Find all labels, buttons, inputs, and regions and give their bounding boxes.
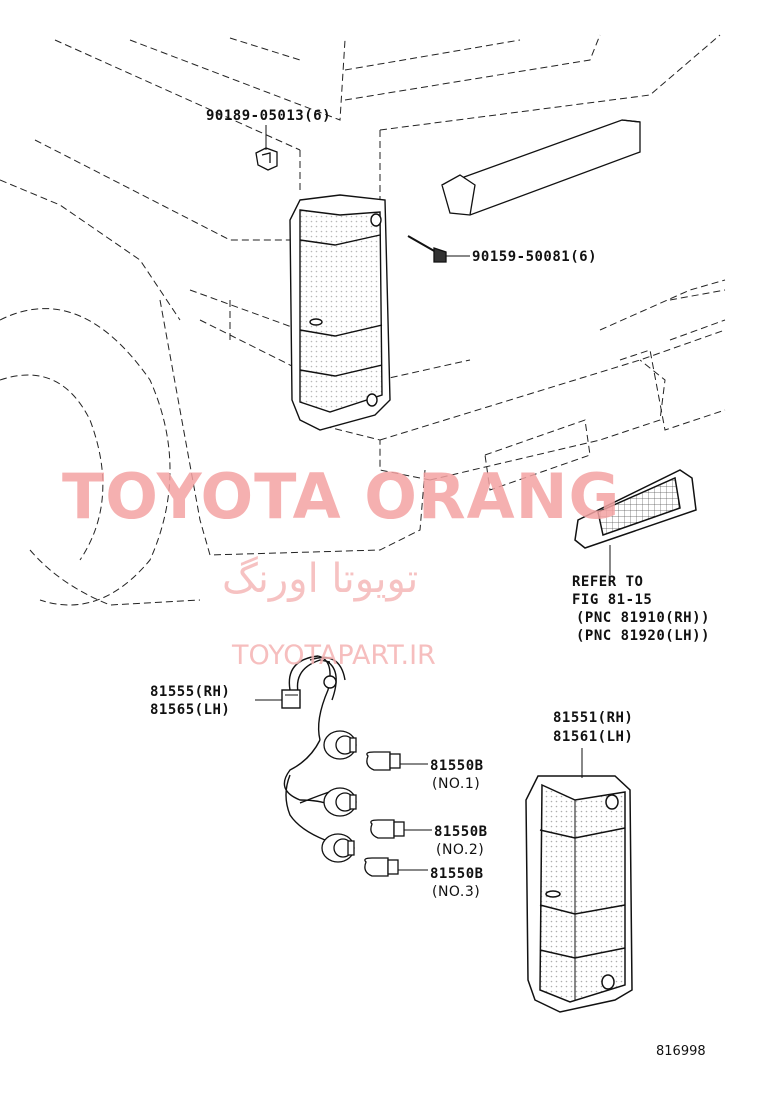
label-socket-rh: 81555(RH) — [150, 684, 231, 700]
vehicle-body-outline — [0, 34, 726, 606]
installed-rear-lamp — [289, 194, 391, 431]
watermark-site: TOYOTAPART.IR — [232, 640, 436, 671]
bulbs — [364, 751, 405, 877]
screw-part — [407, 235, 447, 263]
refer-line-3: (PNC 81910(RH)) — [576, 610, 710, 626]
label-bulb-3-no: (NO.3) — [432, 884, 481, 900]
refer-line-2: FIG 81-15 — [572, 592, 653, 608]
watermark-persian: تویوتا اورنگ — [222, 556, 419, 602]
figure-number: 816998 — [656, 1044, 706, 1059]
label-screw: 90159-50081(6) — [472, 249, 598, 265]
high-mount-lamp — [441, 119, 641, 216]
rear-combination-lamp — [525, 775, 633, 1013]
bulb-leaders — [398, 763, 432, 871]
label-socket-lh: 81565(LH) — [150, 702, 231, 718]
refer-line-1: REFER TO — [572, 574, 644, 590]
clip-part — [255, 147, 278, 171]
label-bulb-2: 81550B — [434, 824, 488, 840]
label-bulb-3: 81550B — [430, 866, 484, 882]
label-lamp-lh: 81561(LH) — [553, 729, 634, 745]
side-reflector — [574, 469, 697, 549]
refer-line-4: (PNC 81920(LH)) — [576, 628, 710, 644]
bulb-sockets — [321, 730, 357, 863]
watermark-brand: TOYOTA ORANG — [62, 460, 621, 533]
label-lamp-rh: 81551(RH) — [553, 710, 634, 726]
label-clip: 90189-05013(6) — [206, 108, 332, 124]
label-bulb-1-no: (NO.1) — [432, 776, 481, 792]
label-bulb-1: 81550B — [430, 758, 484, 774]
socket-wire-harness — [281, 655, 346, 841]
label-bulb-2-no: (NO.2) — [436, 842, 485, 858]
